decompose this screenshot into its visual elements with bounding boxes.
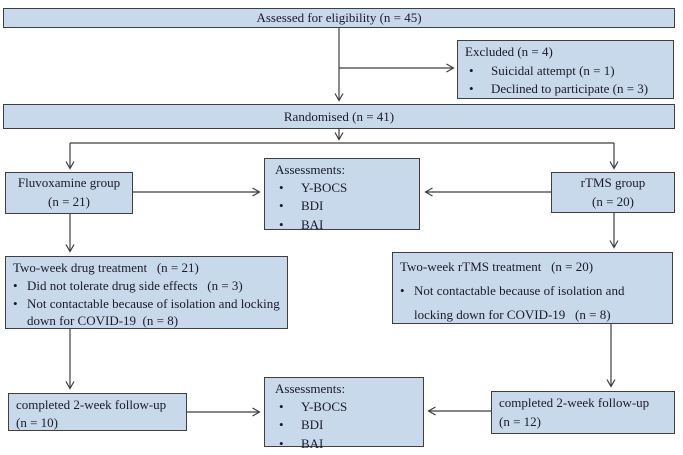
rtms-group-name: rTMS group: [580, 174, 646, 190]
assessments-bottom-title: Assessments:: [275, 381, 346, 396]
eligibility-label: Assessed for eligibility (n = 45): [256, 10, 422, 26]
excluded-bullet-list: Suicidal attempt (n = 1) Declined to par…: [465, 62, 666, 99]
followup-right-box: completed 2-week follow-up (n = 12): [491, 391, 675, 434]
drug-treatment-title: Two-week drug treatment (n = 21): [13, 260, 199, 275]
rtms-treatment-title: Two-week rTMS treatment (n = 20): [400, 259, 594, 274]
excluded-bullet: Suicidal attempt (n = 1): [465, 62, 666, 81]
assessments-mid-box: Assessments: Y-BOCS BDI BAI: [264, 158, 420, 234]
fluvoxamine-group-box: Fluvoxamine group (n = 21): [5, 172, 133, 214]
rtms-treatment-box: Two-week rTMS treatment (n = 20) Not con…: [392, 252, 673, 324]
followup-right-n: (n = 12): [499, 413, 541, 429]
followup-right-label: completed 2-week follow-up: [499, 395, 650, 410]
assessment-item: BAI: [275, 435, 416, 453]
drug-treatment-box: Two-week drug treatment (n = 21) Did not…: [5, 256, 288, 329]
assessments-mid-title: Assessments:: [275, 162, 346, 177]
fluvoxamine-group-name: Fluvoxamine group: [17, 175, 121, 191]
excluded-box: Excluded (n = 4) Suicidal attempt (n = 1…: [457, 40, 674, 99]
eligibility-box: Assessed for eligibility (n = 45): [3, 8, 675, 28]
drug-treatment-bullet: Did not tolerate drug side effects (n = …: [13, 277, 280, 295]
rtms-treatment-bullet: Not contactable because of isolation and…: [400, 279, 665, 327]
rtms-treatment-bullet-list: Not contactable because of isolation and…: [400, 279, 665, 327]
assessment-item: BAI: [275, 216, 412, 234]
drug-treatment-bullet: Not contactable because of isolation and…: [13, 295, 280, 331]
drug-treatment-bullet-list: Did not tolerate drug side effects (n = …: [13, 277, 280, 330]
followup-left-n: (n = 10): [16, 415, 58, 431]
assessment-item: Y-BOCS: [275, 179, 412, 197]
followup-left-box: completed 2-week follow-up (n = 10): [8, 393, 187, 431]
randomised-label: Randomised (n = 41): [283, 108, 395, 124]
fluvoxamine-group-n: (n = 21): [48, 194, 90, 209]
assessment-item: BDI: [275, 416, 416, 434]
assessments-mid-bullet-list: Y-BOCS BDI BAI: [275, 179, 412, 234]
rtms-group-box: rTMS group (n = 20): [551, 172, 675, 213]
assessments-bottom-box: Assessments: Y-BOCS BDI BAI: [264, 377, 424, 453]
assessment-item: BDI: [275, 197, 412, 215]
rtms-group-n: (n = 20): [592, 193, 634, 209]
excluded-title: Excluded (n = 4): [465, 44, 553, 59]
excluded-bullet: Declined to participate (n = 3): [465, 80, 666, 99]
followup-left-label: completed 2-week follow-up: [16, 397, 167, 412]
assessments-bottom-bullet-list: Y-BOCS BDI BAI: [275, 398, 416, 453]
randomised-box: Randomised (n = 41): [3, 104, 675, 129]
assessment-item: Y-BOCS: [275, 398, 416, 416]
